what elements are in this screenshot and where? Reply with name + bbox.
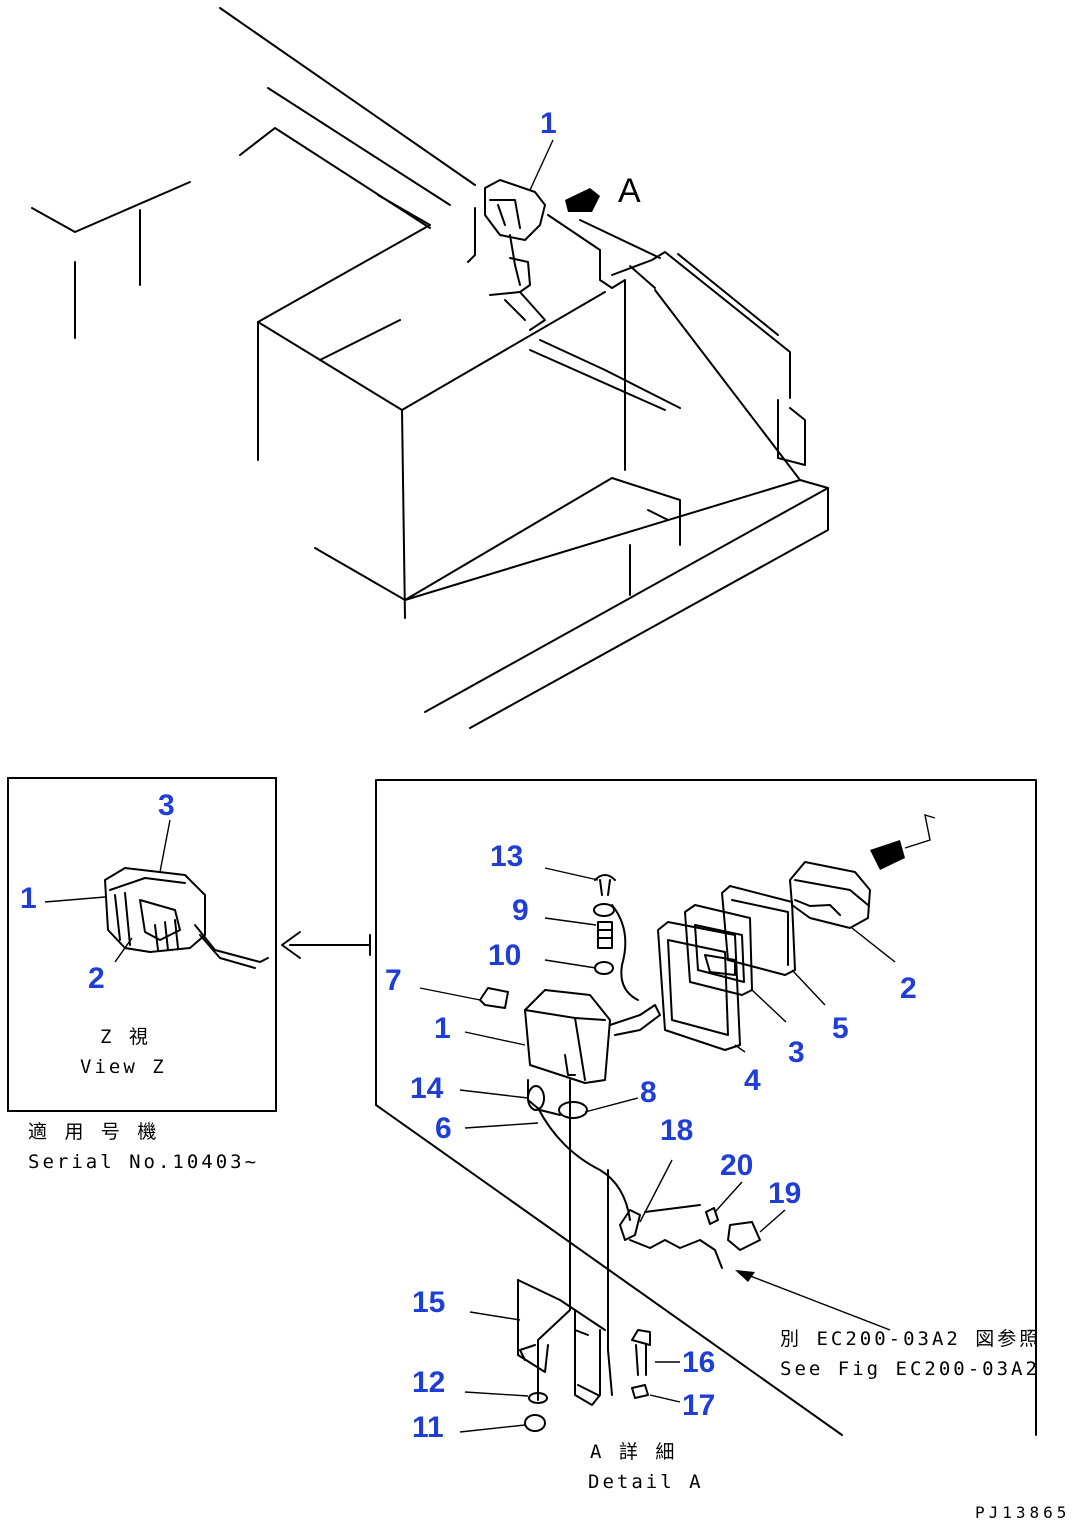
lamp-frame-part-4 bbox=[657, 921, 741, 1051]
washer-part-9 bbox=[593, 903, 615, 917]
callout-9: 9 bbox=[512, 894, 529, 927]
callout-2: 2 bbox=[900, 972, 917, 1005]
callout-1: 1 bbox=[434, 1012, 451, 1045]
drawing-code: PJ13865 bbox=[975, 1503, 1070, 1522]
callout-14: 14 bbox=[410, 1072, 444, 1105]
callout-z-2: 2 bbox=[88, 962, 105, 995]
reference-note-jp: 別 EC200-03A2 図参照 bbox=[780, 1328, 1041, 1350]
washer-part-12 bbox=[528, 1392, 548, 1404]
view-arrow-z bbox=[870, 813, 936, 870]
callout-6: 6 bbox=[435, 1112, 452, 1145]
callout-4: 4 bbox=[744, 1064, 761, 1097]
arrow-label-a: A bbox=[618, 172, 641, 210]
harness-connector-part-18 bbox=[619, 1204, 723, 1269]
detail-a-panel: 13 9 10 7 1 14 6 8 18 20 19 15 12 11 16 … bbox=[375, 779, 1041, 1493]
view-z-panel: 1 2 3 Z 視 View Z bbox=[7, 777, 277, 1112]
nut-part-17 bbox=[631, 1384, 649, 1399]
nut-part-10 bbox=[594, 961, 614, 975]
pointer-arrow-to-view-z bbox=[281, 931, 371, 959]
serial-label-jp: 適 用 号 機 bbox=[28, 1121, 159, 1143]
callout-z-1: 1 bbox=[20, 882, 37, 915]
bolt-part-16 bbox=[631, 1329, 651, 1376]
lamp-body-part-1 bbox=[524, 989, 661, 1084]
view-z-title-en: View Z bbox=[80, 1056, 167, 1078]
callout-10: 10 bbox=[488, 939, 521, 972]
callout-17: 17 bbox=[682, 1389, 715, 1422]
callout-7: 7 bbox=[385, 964, 402, 997]
work-lamp-top bbox=[467, 179, 546, 331]
callout-z-3: 3 bbox=[158, 789, 175, 822]
view-z-frame bbox=[7, 777, 277, 1112]
callout-8: 8 bbox=[640, 1076, 657, 1109]
lamp-housing-part-2 bbox=[789, 861, 871, 929]
lamp-view-z bbox=[104, 867, 269, 969]
reference-note-en: See Fig EC200-03A2 bbox=[780, 1358, 1040, 1380]
mounting-bracket-assembly bbox=[517, 1079, 631, 1406]
callout-19: 19 bbox=[768, 1177, 801, 1210]
washer-part-20 bbox=[705, 1207, 719, 1225]
nut-part-11 bbox=[524, 1414, 546, 1432]
callout-15: 15 bbox=[412, 1286, 445, 1319]
callout-16: 16 bbox=[682, 1346, 715, 1379]
callout-12: 12 bbox=[412, 1366, 445, 1399]
machine-isometric-view: A 1 bbox=[31, 7, 829, 729]
callout-5: 5 bbox=[832, 1012, 849, 1045]
view-arrow-a: A bbox=[565, 172, 641, 212]
cover-part-7 bbox=[479, 987, 509, 1009]
callout-13: 13 bbox=[490, 840, 523, 873]
callout-3: 3 bbox=[788, 1036, 805, 1069]
bolt-part-13 bbox=[594, 874, 616, 896]
callout-20: 20 bbox=[720, 1149, 753, 1182]
detail-a-title-en: Detail A bbox=[588, 1471, 704, 1493]
callout-18: 18 bbox=[660, 1114, 693, 1147]
grommet-part-8 bbox=[558, 1101, 588, 1119]
detail-a-title-jp: A 詳 細 bbox=[590, 1441, 677, 1463]
view-z-title-jp: Z 視 bbox=[100, 1026, 151, 1048]
callout-1-top: 1 bbox=[540, 107, 557, 140]
serial-label-en: Serial No.10403~ bbox=[28, 1151, 259, 1173]
bolt-part-19 bbox=[727, 1221, 761, 1251]
callout-11: 11 bbox=[412, 1411, 444, 1444]
lamp-lens-part-5 bbox=[721, 885, 796, 976]
